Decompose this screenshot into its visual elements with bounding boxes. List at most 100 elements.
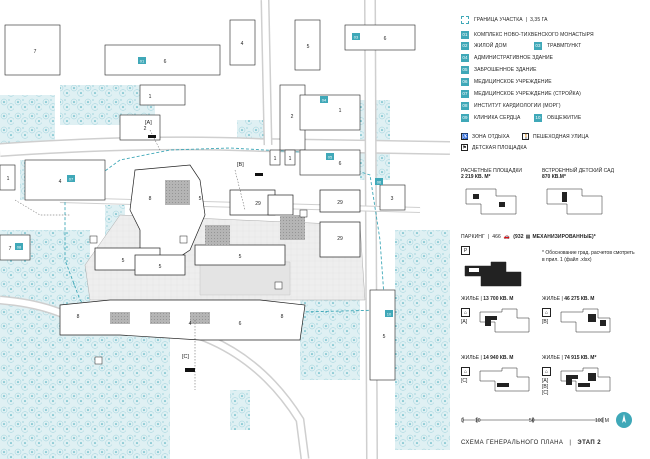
scale-tick: 100 М bbox=[595, 418, 609, 424]
parking-icon: P bbox=[461, 246, 470, 255]
map-label: 1 bbox=[339, 108, 342, 114]
legend-badge: 03 bbox=[534, 42, 542, 50]
housing-value: 14 940 КВ. М bbox=[483, 355, 514, 361]
legend-rest-zone: ♿ ЗОНА ОТДЫХА 🚶 ПЕШЕХОДНАЯ УЛИЦА bbox=[461, 133, 589, 140]
new-complex bbox=[59, 164, 361, 341]
legend-item: 02 ЖИЛОЙ ДОМ 03 ТРАВМПУНКТ bbox=[461, 42, 581, 50]
map-label: 7 bbox=[9, 246, 12, 252]
site-plan-map: 01 03 04 05 06 07 08 10 7 6 4 5 6 4 2 1 … bbox=[0, 0, 450, 459]
title-main: СХЕМА ГЕНЕРАЛЬНОГО ПЛАНА bbox=[461, 440, 564, 446]
parking-thumbnail bbox=[464, 261, 522, 287]
badge-04: 04 bbox=[322, 98, 327, 103]
kindergarten-title: ВСТРОЕННЫЙ ДЕТСКИЙ САД bbox=[542, 168, 615, 174]
housing-tag: [A] bbox=[542, 378, 549, 384]
legend-badge: 05 bbox=[461, 66, 469, 74]
legend-panel: ГРАНИЦА УЧАСТКА | 3,35 ГА 01 КОМПЛЕКС НО… bbox=[455, 0, 650, 459]
map-label: 7 bbox=[34, 49, 37, 55]
calc-title: РАСЧЕТНЫЕ ПЛОЩАДКИ bbox=[461, 168, 522, 174]
map-label: 2 bbox=[144, 126, 147, 132]
housing-tag: [C] bbox=[542, 390, 549, 396]
parking-value: 466 bbox=[492, 234, 501, 240]
housing-a-row: ЖИЛЬЕ | 13 700 КВ. М bbox=[461, 296, 514, 302]
map-label: 29 bbox=[337, 200, 343, 206]
home-icon: ⌂ bbox=[542, 308, 551, 317]
housing-label: ЖИЛЬЕ bbox=[461, 296, 480, 302]
mech-parking-icon: ▦ bbox=[525, 234, 531, 240]
map-label: 6 bbox=[384, 36, 387, 42]
badge-10: 10 bbox=[387, 312, 392, 317]
pedestrian-icon: 🚶 bbox=[522, 133, 530, 140]
housing-label: ЖИЛЬЕ bbox=[542, 296, 561, 302]
legend-label: ТРАВМПУНКТ bbox=[547, 43, 582, 49]
legend-value: 3,35 ГА bbox=[530, 17, 548, 23]
parking-row: ПАРКИНГ | 466 🚗 (932 ▦ МЕХАНИЗИРОВАННЫЕ)… bbox=[461, 234, 596, 240]
housing-value: 74 915 КВ. М* bbox=[564, 355, 597, 361]
housing-tag: [A] bbox=[461, 319, 468, 325]
housing-tags: [A] [B] [C] bbox=[542, 378, 548, 396]
legend-label: МЕДИЦИНСКОЕ УЧРЕЖДЕНИЕ (СТРОЙКА) bbox=[474, 91, 581, 97]
map-label: 1 bbox=[7, 176, 10, 182]
parking-mech: (932 bbox=[513, 234, 524, 240]
legend-badge: 04 bbox=[461, 54, 469, 62]
legend-badge: 01 bbox=[461, 31, 469, 39]
legend-item: 06 МЕДИЦИНСКОЕ УЧРЕЖДЕНИЕ bbox=[461, 78, 552, 86]
kindergarten-thumbnail bbox=[546, 188, 603, 215]
housing-c-thumbnail bbox=[479, 367, 530, 392]
map-badges bbox=[15, 33, 393, 317]
map-label: 1 bbox=[274, 156, 277, 162]
badge-07: 07 bbox=[69, 177, 74, 182]
legend-badge: 10 bbox=[534, 114, 542, 122]
buildings bbox=[0, 19, 416, 381]
legend-label: ЗОНА ОТДЫХА bbox=[472, 133, 510, 140]
map-label: 8 bbox=[77, 314, 80, 320]
legend-label: МЕДИЦИНСКОЕ УЧРЕЖДЕНИЕ bbox=[474, 79, 552, 85]
map-label: 1 bbox=[289, 156, 292, 162]
bench-icon: ♿ bbox=[461, 133, 469, 140]
legend-label: АДМИНИСТРАТИВНОЕ ЗДАНИЕ bbox=[474, 55, 554, 61]
legend-label: КЛИНИКА СЕРДЦА bbox=[474, 115, 521, 121]
home-icon: ⌂ bbox=[461, 367, 470, 376]
calc-note: * Обоснование град. расчетов смотреть в … bbox=[542, 250, 635, 263]
legend-boundary: ГРАНИЦА УЧАСТКА | 3,35 ГА bbox=[461, 16, 548, 24]
title-stage: ЭТАП 2 bbox=[577, 440, 601, 446]
north-arrow-icon bbox=[616, 412, 632, 428]
legend-label: КОМПЛЕКС НОВО-ТИХВЕНСКОГО МОНАСТЫРЯ bbox=[474, 32, 594, 38]
scale-tick: 50 bbox=[529, 418, 535, 424]
legend-badge: 07 bbox=[461, 90, 469, 98]
map-tag-c: [C] bbox=[182, 354, 190, 360]
calc-thumbnail bbox=[465, 188, 517, 215]
legend-item: 07 МЕДИЦИНСКОЕ УЧРЕЖДЕНИЕ (СТРОЙКА) bbox=[461, 90, 581, 98]
calc-value: 2 219 КВ. М* bbox=[461, 174, 491, 180]
map-label: 4 bbox=[241, 41, 244, 47]
housing-label: ЖИЛЬЕ bbox=[542, 355, 561, 361]
legend-label: ДЕТСКАЯ ПЛОЩАДКА bbox=[472, 144, 527, 151]
legend-playground: ⚑ ДЕТСКАЯ ПЛОЩАДКА bbox=[461, 144, 527, 151]
page-title: СХЕМА ГЕНЕРАЛЬНОГО ПЛАНА | ЭТАП 2 bbox=[461, 440, 601, 446]
map-label: 3 bbox=[391, 196, 394, 202]
parking-mech-label: МЕХАНИЗИРОВАННЫЕ)* bbox=[532, 234, 596, 240]
home-icon: ⌂ bbox=[542, 367, 551, 376]
home-icon: ⌂ bbox=[461, 308, 470, 317]
legend-item: 08 ИНСТИТУТ КАРДИОЛОГИИ (МОРГ) bbox=[461, 102, 561, 110]
map-label: 5 bbox=[122, 258, 125, 264]
tag-markers bbox=[148, 135, 263, 372]
legend-badge: 08 bbox=[461, 102, 469, 110]
badge-05: 05 bbox=[328, 155, 333, 160]
legend-label: ЗАБРОШЕННОЕ ЗДАНИЕ bbox=[474, 67, 537, 73]
badge-01: 01 bbox=[140, 59, 145, 64]
legend-label: ОБЩЕЖИТИЕ bbox=[547, 115, 582, 121]
map-label: 6 bbox=[164, 59, 167, 65]
map-label: 5 bbox=[383, 334, 386, 340]
playground-icon: ⚑ bbox=[461, 144, 468, 151]
legend-label: ГРАНИЦА УЧАСТКА bbox=[474, 17, 523, 23]
housing-c-row: ЖИЛЬЕ | 14 940 КВ. М bbox=[461, 355, 514, 361]
scale-tick: 10 bbox=[475, 418, 481, 424]
housing-b-thumbnail bbox=[560, 308, 611, 333]
map-label: 6 bbox=[339, 161, 342, 167]
boundary-icon bbox=[461, 16, 469, 24]
legend-label: ЖИЛОЙ ДОМ bbox=[474, 43, 507, 49]
legend-badge: 09 bbox=[461, 114, 469, 122]
map-label: 2 bbox=[291, 114, 294, 120]
pedestrian-paths bbox=[14, 129, 246, 390]
housing-tag: [B] bbox=[542, 319, 549, 325]
